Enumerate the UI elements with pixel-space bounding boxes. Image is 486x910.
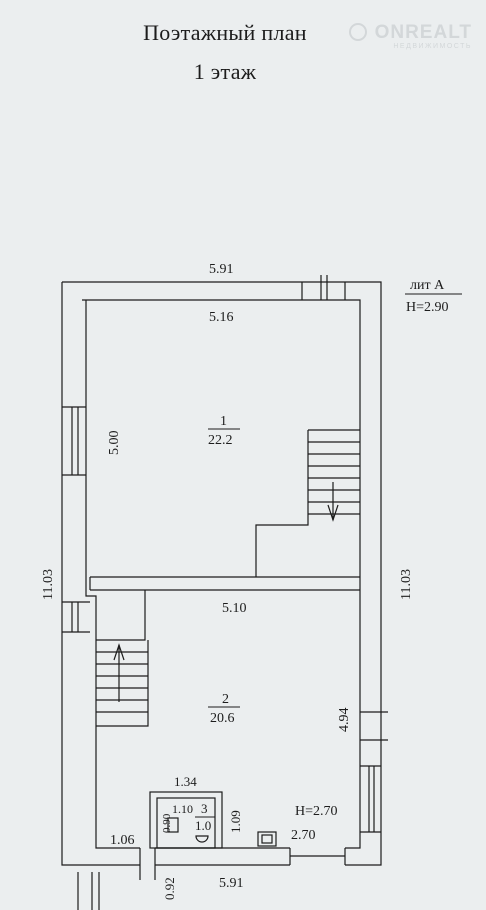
watermark: ONREALT НЕДВИЖИМОСТЬ	[348, 22, 472, 50]
room3-number: 3	[201, 801, 208, 816]
dim-bathroom-outer: 1.34	[174, 774, 197, 789]
toilet-icon	[167, 817, 179, 833]
inner-wall	[82, 299, 361, 849]
dim-top-outer: 5.91	[209, 262, 234, 277]
watermark-text: ONREALT	[374, 22, 472, 43]
stove-icon	[257, 831, 277, 847]
dim-bathroom-width: 1.10	[172, 802, 193, 816]
porch-bottom	[77, 872, 100, 910]
room2-number: 2	[222, 692, 229, 707]
window-left-upper	[62, 406, 86, 476]
dim-room2-depth: 4.94	[337, 708, 352, 733]
dim-room1-depth: 5.00	[107, 431, 122, 456]
room1-number: 1	[220, 414, 227, 429]
room3-area: 1.0	[195, 818, 211, 833]
dim-porch-width: 1.06	[110, 833, 135, 848]
sink-icon	[195, 835, 209, 843]
dim-left-total: 11.03	[41, 569, 56, 600]
watermark-logo-icon	[348, 23, 367, 41]
dim-bottom-left-small: 0.92	[162, 877, 177, 900]
room2-area: 20.6	[210, 711, 235, 726]
room1-area: 22.2	[208, 433, 233, 448]
staircase-lower	[96, 590, 149, 727]
dim-bottom-outer: 5.91	[219, 876, 244, 891]
window-right	[360, 711, 388, 833]
dim-bathroom-depth-right: 1.09	[228, 810, 243, 833]
dim-bottom-right: 2.70	[291, 828, 316, 843]
dim-middle: 5.10	[222, 601, 247, 616]
staircase-upper	[255, 429, 360, 577]
dim-top-inner: 5.16	[209, 310, 234, 325]
plan-title: Поэтажный план	[143, 20, 307, 45]
bathroom-walls	[149, 791, 223, 849]
floor-label: 1 этаж	[193, 59, 257, 84]
lit-label: лит А	[410, 278, 445, 293]
lit-height: H=2.90	[406, 300, 449, 315]
door-bottom	[139, 848, 346, 880]
dim-right-total: 11.03	[399, 569, 414, 600]
watermark-subtext: НЕДВИЖИМОСТЬ	[393, 43, 472, 50]
dim-bathroom-depth-left: 0.90	[161, 813, 173, 833]
outer-wall	[61, 281, 382, 866]
window-left-lower	[62, 601, 90, 633]
room2-height: H=2.70	[295, 804, 338, 819]
partition-wall	[89, 576, 360, 591]
window-top	[301, 275, 346, 300]
